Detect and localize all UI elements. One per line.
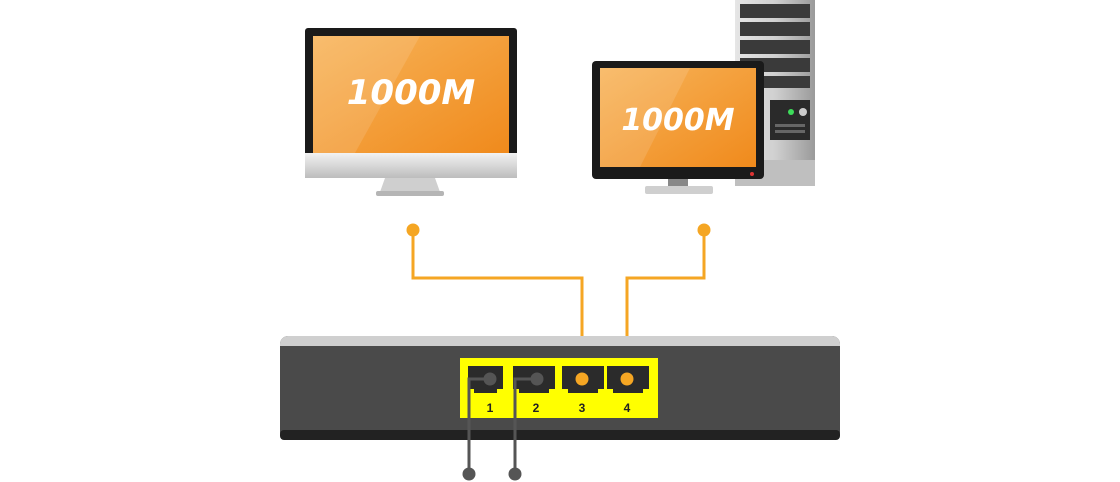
port-4-number: 4 xyxy=(624,401,631,415)
desktop-screen-label: 1000M xyxy=(621,103,734,138)
port-3-number: 3 xyxy=(579,401,586,415)
all-in-one-monitor-icon: 1000M xyxy=(305,28,517,196)
cable-port-3 xyxy=(406,223,584,379)
cable-port-1 xyxy=(462,377,490,481)
cable-port-2 xyxy=(508,377,537,481)
port-3: 3 xyxy=(562,366,604,415)
port-1-number: 1 xyxy=(487,401,494,415)
port-4: 4 xyxy=(607,366,649,415)
desktop-monitor-icon: 1000M xyxy=(592,61,764,194)
cable-port-4 xyxy=(625,223,711,379)
port-2-number: 2 xyxy=(533,401,540,415)
imac-screen-label: 1000M xyxy=(347,73,476,113)
